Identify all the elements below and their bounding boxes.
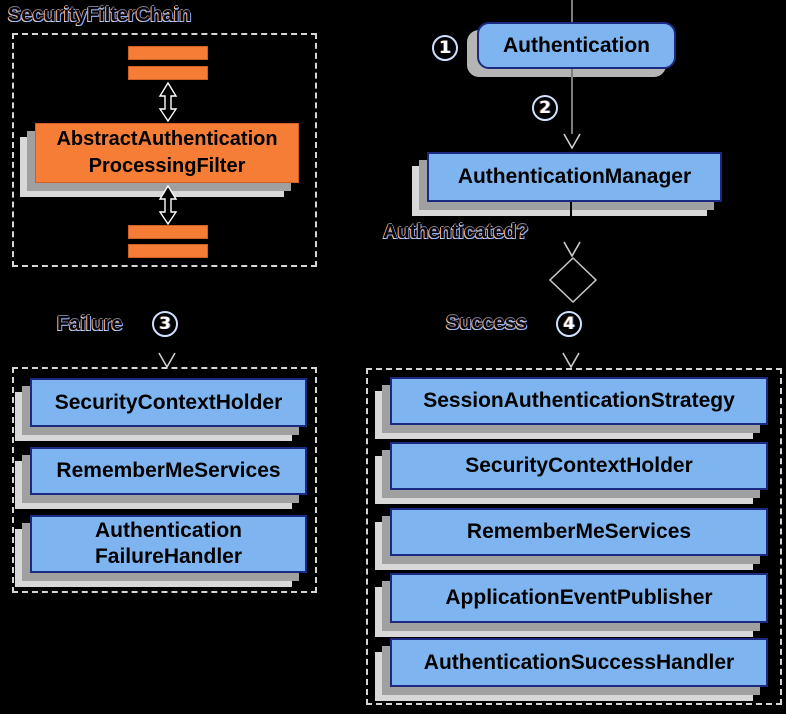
step-1-badge: 1 [432,35,458,61]
filter-chain-bar [128,244,208,258]
failure-panel [12,367,317,593]
arrowhead-icon [562,241,582,257]
decision-diamond-icon [549,257,597,303]
application-event-publisher-box: ApplicationEventPublisher [390,573,768,623]
filter-chain-bar [128,46,208,60]
double-arrow-icon [157,184,179,226]
security-context-holder-box: SecurityContextHolder [390,442,768,490]
security-context-holder-box: SecurityContextHolder [30,378,307,427]
remember-me-services-box: RememberMeServices [30,447,307,495]
step-2-badge: 2 [532,95,558,121]
filter-chain-bar [128,66,208,80]
filter-box-line: ProcessingFilter [88,155,246,177]
authentication-success-handler-box: AuthenticationSuccessHandler [390,638,768,687]
authentication-failure-handler-box: Authentication FailureHandler [30,515,307,573]
session-authentication-strategy-box: SessionAuthenticationStrategy [390,377,768,425]
connector-line [571,0,573,23]
security-filter-chain-box [12,33,317,267]
double-arrow-icon [157,81,179,123]
connector-line [570,202,572,242]
arrowhead-icon [157,352,177,368]
connector-line [571,69,573,134]
arrowhead-icon [562,133,582,149]
success-panel [366,368,782,705]
authentication-box: Authentication [477,22,676,69]
remember-me-services-box: RememberMeServices [390,508,768,556]
failure-label: Failure [57,313,123,335]
filter-chain-bar [128,225,208,239]
authentication-manager-box: AuthenticationManager [427,152,722,202]
arrowhead-icon [561,352,581,368]
failure-handler-line: FailureHandler [94,545,243,568]
security-filter-chain-title: SecurityFilterChain [8,4,192,26]
success-label: Success [446,312,528,334]
filter-box-line: AbstractAuthentication [56,128,278,150]
step-4-badge: 4 [556,311,582,337]
abstract-authentication-processing-filter-box: AbstractAuthentication ProcessingFilter [35,123,299,183]
failure-handler-line: Authentication [95,519,242,542]
step-3-badge: 3 [152,311,178,337]
authenticated-question-label: Authenticated? [383,221,529,243]
